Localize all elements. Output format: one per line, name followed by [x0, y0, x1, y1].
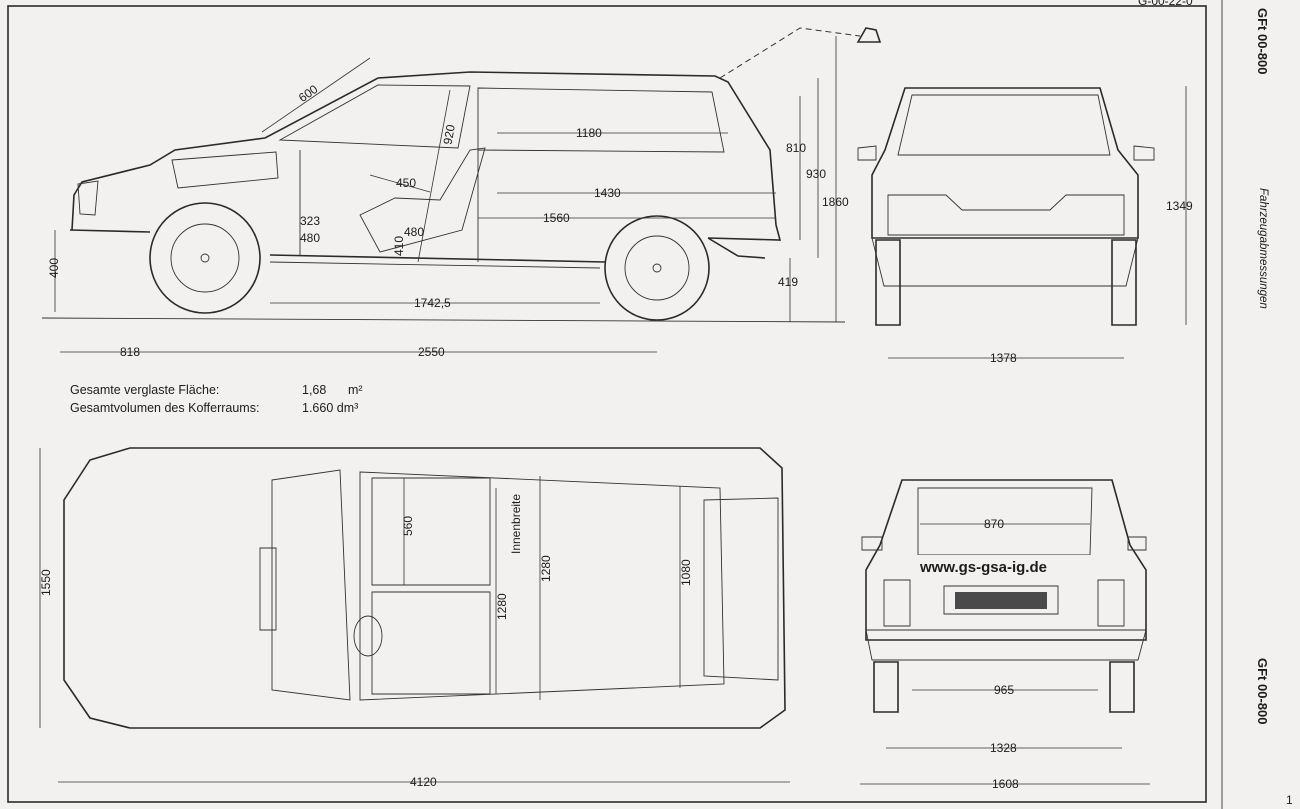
side-window-rear	[477, 87, 725, 153]
front-left-tyre	[875, 239, 901, 326]
rear-mirror-left	[861, 536, 883, 551]
rear-wheel-rim	[624, 235, 690, 301]
panel-code-bottom: GFt 00-800	[1255, 658, 1270, 724]
rear-left-light	[883, 579, 911, 627]
tailgate-open-line	[719, 27, 861, 79]
top-roof	[359, 471, 725, 701]
doc-code: G-00-22-0	[1138, 0, 1193, 8]
side-sill	[269, 261, 601, 269]
rear-view: 870 965 1328 1608 www.gs-gsa-ig.de	[860, 479, 1150, 791]
top-front-seat-right	[371, 591, 491, 695]
top-rear-window	[703, 497, 779, 681]
side-door-line	[299, 150, 479, 262]
top-vent	[259, 547, 277, 631]
side-front-panel	[171, 151, 279, 189]
rear-wheel-hub	[652, 263, 662, 273]
spec-trunk-label: Gesamtvolumen des Kofferraums:	[70, 401, 259, 415]
dim-1560: 1560	[543, 211, 570, 225]
watermark-url: www.gs-gsa-ig.de	[919, 559, 1047, 576]
front-view: 1349 1378	[857, 86, 1193, 365]
dim-width-1280a: 1280	[539, 555, 553, 582]
side-headlight	[77, 180, 99, 216]
dim-seat-560: 560	[401, 516, 415, 536]
side-window-front	[278, 84, 471, 149]
dim-seat-height: 920	[441, 123, 458, 145]
dim-810: 810	[786, 141, 806, 155]
top-body-outline	[63, 447, 786, 729]
dim-seat-480a: 480	[300, 231, 320, 245]
rear-plate-fill	[955, 592, 1047, 609]
top-steering-wheel	[353, 615, 383, 657]
side-seat	[359, 147, 486, 253]
front-windscreen	[897, 94, 1111, 156]
dim-1860: 1860	[822, 195, 849, 209]
dim-1180: 1180	[576, 126, 602, 140]
rear-right-light	[1097, 579, 1125, 627]
dim-innenbreite-label: Innenbreite	[509, 494, 523, 554]
dim-seat-323: 323	[300, 214, 320, 228]
spec-glass-value: 1,68	[302, 383, 326, 397]
dim-ground-400: 400	[47, 258, 61, 278]
side-panel: GFt 00-800 Fahrzeugabmessungen GFt 00-80…	[1255, 8, 1293, 807]
dim-seat-410: 410	[392, 236, 406, 256]
dim-width-1608: 1608	[992, 777, 1019, 791]
dim-1742: 1742,5	[414, 296, 451, 310]
dim-length-4120: 4120	[410, 775, 437, 789]
rear-bumper	[865, 629, 1147, 661]
dim-front-height: 1349	[1166, 199, 1193, 213]
front-right-tyre	[1111, 239, 1137, 326]
tailgate-open-handle	[856, 27, 882, 43]
dim-1430: 1430	[594, 186, 621, 200]
dim-knee-450: 450	[396, 176, 416, 190]
rear-right-tyre	[1109, 661, 1135, 713]
dim-rear-419: 419	[778, 275, 798, 289]
dim-wheelbase: 2550	[418, 345, 445, 359]
rear-mirror-right	[1127, 536, 1147, 551]
panel-title: Fahrzeugabmessungen	[1257, 188, 1269, 309]
dim-line-450	[369, 174, 431, 193]
front-bumper	[871, 237, 1139, 287]
dim-rear-window: 870	[984, 517, 1004, 531]
rear-body-outline	[865, 479, 1147, 641]
front-body-outline	[871, 87, 1139, 239]
dim-930: 930	[806, 167, 826, 181]
front-wheel-hub	[200, 253, 210, 263]
dim-width-1280b: 1280	[495, 593, 509, 620]
side-body-outline	[69, 71, 782, 263]
panel-page-mark: 1	[1286, 793, 1293, 807]
rear-wheel	[604, 215, 710, 321]
top-front-seat-left	[371, 477, 491, 586]
front-wheel-rim	[170, 223, 240, 293]
spec-trunk-value: 1.660 dm³	[302, 401, 358, 415]
spec-block: Gesamte verglaste Fläche: 1,68 m² Gesamt…	[70, 383, 363, 415]
dim-front-track: 1378	[990, 351, 1017, 365]
dim-windscreen: 600	[296, 82, 321, 105]
rear-plate	[943, 585, 1059, 615]
spec-glass-unit: m²	[348, 383, 363, 397]
dim-front-overhang: 818	[120, 345, 140, 359]
dim-width-1080: 1080	[679, 559, 693, 586]
dim-line-windscreen	[261, 57, 371, 133]
panel-code-top: GFt 00-800	[1255, 8, 1270, 74]
front-grille	[887, 194, 1125, 236]
top-windscreen	[271, 469, 351, 701]
front-mirror-left	[857, 145, 877, 161]
front-mirror-right	[1133, 145, 1155, 161]
dim-rear-track: 965	[994, 683, 1014, 697]
drawing-frame	[7, 5, 1207, 803]
side-view: 600 920 1180 1430 1560 450 323 480 480 4…	[41, 27, 882, 359]
dim-line-seat-height	[417, 89, 451, 263]
spec-glass-label: Gesamte verglaste Fläche:	[70, 383, 219, 397]
dim-seat-480b: 480	[404, 225, 424, 239]
rear-left-tyre	[873, 661, 899, 713]
ground-line	[41, 317, 846, 323]
watermark-backing	[914, 555, 1096, 577]
front-wheel	[149, 202, 261, 314]
dim-width-1550: 1550	[39, 569, 53, 596]
rear-window	[917, 487, 1093, 556]
top-view: 560 Innenbreite 1280 1280 1080 1550 4120	[39, 447, 790, 789]
dim-width-1328: 1328	[990, 741, 1017, 755]
